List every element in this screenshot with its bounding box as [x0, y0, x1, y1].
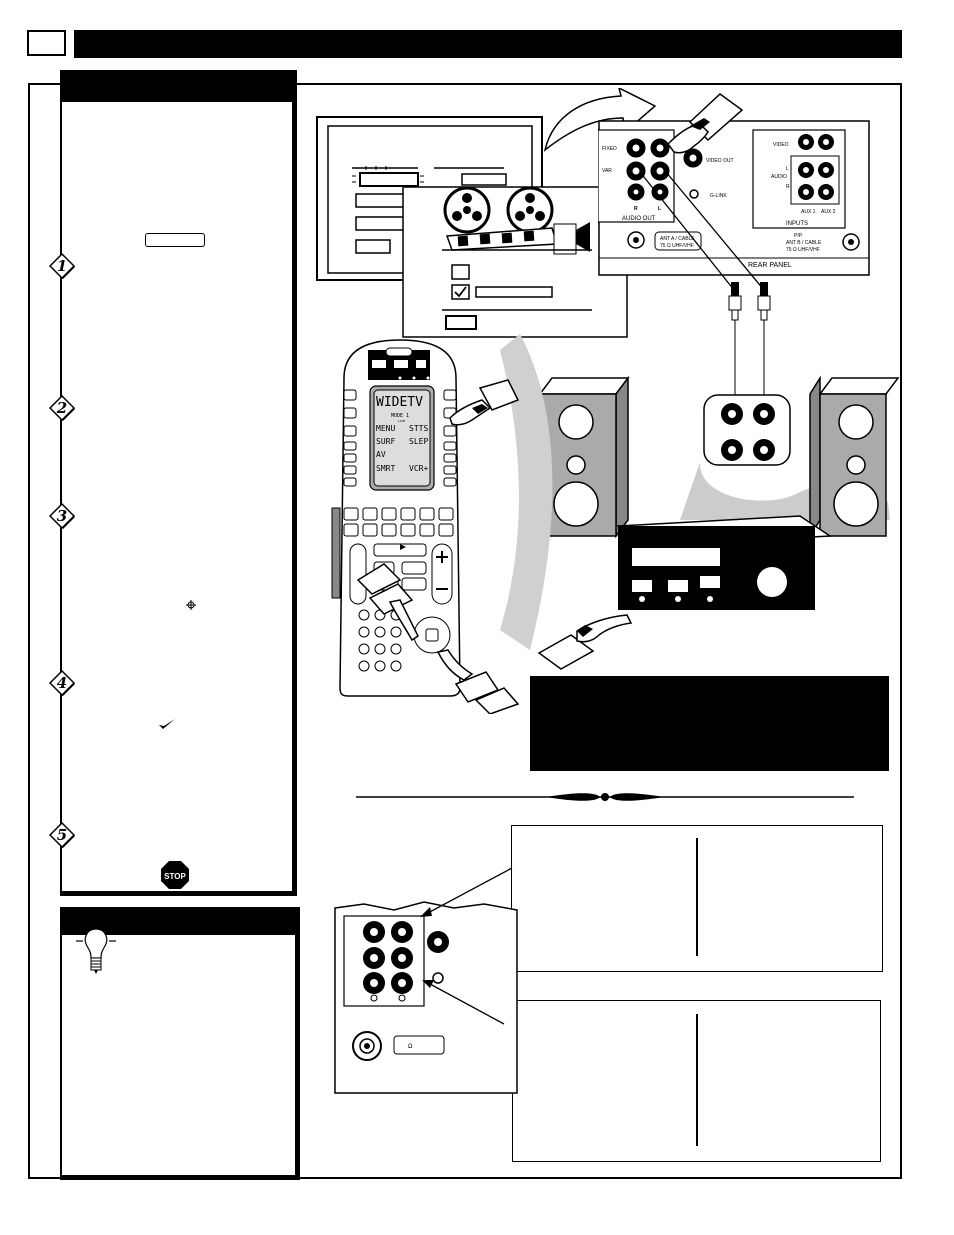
- tv-rear-panel: REAR PANEL FIXED VAR R L AUDIO OUT VIDEO…: [598, 120, 870, 276]
- left-speaker: [538, 375, 630, 539]
- lcd-title: WIDETV: [376, 395, 423, 410]
- lcd-sub: LIVE: [398, 419, 405, 423]
- stop-sign-icon: STOP: [160, 860, 190, 890]
- diamond-number-icon: [48, 502, 76, 530]
- checkmark-icon: [454, 286, 467, 298]
- aux1-label: AUX 1: [801, 209, 816, 215]
- video-label: VIDEO: [773, 142, 789, 148]
- audio-r-label: R: [786, 184, 790, 190]
- instructions-panel: [60, 70, 297, 896]
- lcd-row4-right: VCR+: [409, 464, 428, 473]
- pointing-hand-icon: [537, 614, 633, 670]
- step-2-marker: 2: [48, 394, 76, 422]
- lcd-row2-right: SLEP: [409, 437, 428, 446]
- ant-a-label: ANT A / CABLE: [660, 236, 695, 242]
- ornamental-divider: [356, 793, 854, 801]
- video-out-label: VIDEO OUT: [706, 158, 734, 164]
- audio-out-label: AUDIO OUT: [622, 216, 656, 222]
- lcd-row3-left: AV: [376, 450, 386, 459]
- light-bulb-icon: [74, 915, 124, 977]
- remote-swoosh: [500, 334, 553, 650]
- amp-input-jacks: [703, 394, 791, 466]
- diamond-number-icon: [48, 821, 76, 849]
- remote-lcd: WIDETV MODE 1 LIVE MENU STTS SURF SLEP A…: [376, 395, 428, 473]
- step-number: 2: [56, 399, 68, 417]
- page-title-bar: [74, 30, 902, 58]
- step-number: 5: [56, 826, 68, 844]
- ant-a-sub: 75 Ω UHF/VHF: [660, 243, 694, 249]
- step-3-marker: 3: [48, 502, 76, 530]
- lcd-row4-left: SMRT: [376, 464, 395, 473]
- rca-plug-left: [728, 282, 742, 321]
- pointing-hand-icon: [449, 379, 520, 426]
- lcd-row1-right: STTS: [409, 424, 428, 433]
- curved-arrow-icon: [543, 88, 657, 152]
- sound-menu-overlay: [402, 186, 628, 338]
- step-1-marker: 1: [48, 252, 76, 280]
- lcd-row2-left: SURF: [376, 437, 395, 446]
- pointer-arrows: [420, 867, 513, 1025]
- step-4-marker: 4: [48, 669, 76, 697]
- remote-control: WIDETV MODE 1 LIVE MENU STTS SURF SLEP A…: [331, 339, 461, 697]
- amplifier: [615, 515, 833, 610]
- caption-box: [530, 676, 889, 771]
- var-label: VAR: [602, 168, 612, 174]
- instructions-header: [60, 70, 297, 102]
- l-mark: L: [658, 206, 661, 212]
- rear-panel-label: REAR PANEL: [748, 262, 792, 269]
- pointing-hand-icon: [667, 93, 744, 154]
- audio-l-label: L: [786, 166, 789, 172]
- rca-plug-right: [757, 282, 771, 321]
- fixed-label: FIXED: [602, 146, 617, 152]
- lcd-row1-left: MENU: [376, 424, 395, 433]
- step-number: 1: [56, 257, 68, 275]
- aux2-label: AUX 2: [821, 209, 836, 215]
- film-reel-icon: [443, 186, 590, 255]
- r-mark: R: [634, 206, 638, 212]
- diamond-number-icon: [48, 669, 76, 697]
- pointing-hand-icon: [436, 649, 520, 714]
- right-speaker: [809, 375, 900, 539]
- stereo-system: [538, 375, 900, 610]
- info-box-divider: [696, 838, 698, 956]
- diamond-number-icon: [48, 252, 76, 280]
- step-number: 3: [56, 507, 68, 525]
- ant-b-label: ANT B / CABLE: [786, 240, 822, 246]
- inputs-label: INPUTS: [786, 221, 808, 227]
- step-number: 4: [56, 674, 68, 692]
- g-link-label: G-LINK: [710, 193, 727, 199]
- cross-cursor-icon: [186, 600, 196, 610]
- checkmark-icon: [159, 719, 175, 729]
- ant-b-sub: 75 Ω UHF/VHF: [786, 247, 820, 253]
- diamond-number-icon: [48, 394, 76, 422]
- pointing-hand-icon: [356, 563, 419, 642]
- audio-label: AUDIO: [771, 174, 787, 180]
- lcd-mode: MODE 1: [391, 413, 409, 419]
- stop-label: STOP: [164, 872, 186, 881]
- jack-panel-closeup: Ω: [334, 901, 518, 1094]
- page-frame: [28, 83, 902, 1179]
- page-number-box: [27, 30, 66, 56]
- pip-label: PIP: [794, 233, 803, 239]
- menu-button-graphic: [145, 233, 205, 247]
- step-5-marker: 5: [48, 821, 76, 849]
- ohm-label: Ω: [408, 1044, 413, 1050]
- info-box-divider: [696, 1014, 698, 1146]
- audio-cables: [640, 171, 771, 395]
